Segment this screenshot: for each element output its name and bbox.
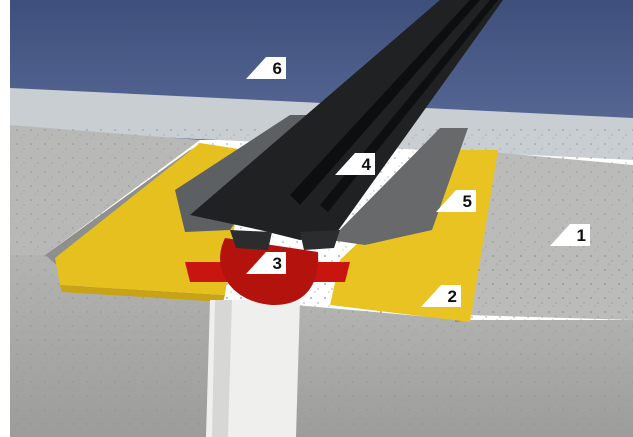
callout-5: 5 bbox=[436, 190, 476, 213]
callout-4-label: 4 bbox=[361, 155, 371, 174]
callout-1-label: 1 bbox=[576, 226, 586, 245]
callout-3: 3 bbox=[246, 252, 286, 275]
callout-2-label: 2 bbox=[447, 287, 457, 306]
callout-4: 4 bbox=[335, 153, 375, 176]
callout-5-label: 5 bbox=[462, 192, 472, 211]
gray-band-right bbox=[330, 128, 468, 245]
callout-2: 2 bbox=[421, 285, 461, 308]
callout-3-label: 3 bbox=[272, 254, 282, 273]
callout-1: 1 bbox=[550, 224, 590, 247]
callout-6-label: 6 bbox=[272, 59, 282, 78]
callout-6: 6 bbox=[246, 57, 286, 80]
